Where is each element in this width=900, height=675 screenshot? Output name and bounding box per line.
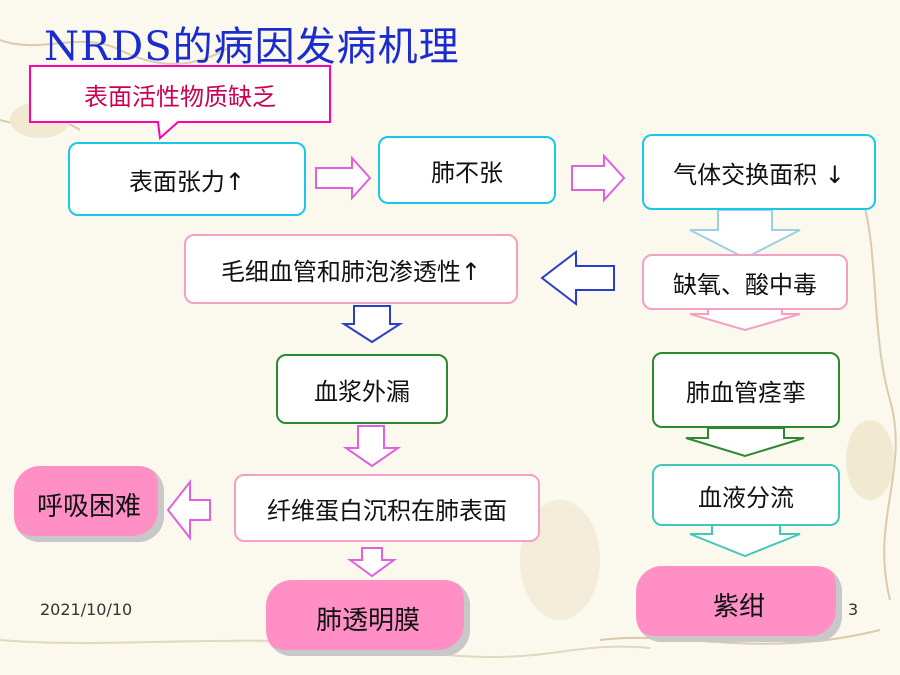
arrow-left-permeability	[540, 249, 615, 307]
arrow-down-plasma	[342, 425, 402, 468]
node-hyaline-membrane: 肺透明膜	[266, 580, 470, 656]
node-gas-exchange: 气体交换面积 ↓	[642, 134, 876, 210]
node-pulmonary-spasm: 肺血管痉挛	[652, 352, 840, 428]
arrow-down-spasm	[685, 427, 805, 458]
node-permeability-label: 毛细血管和肺泡渗透性↑	[220, 257, 482, 286]
page-number: 3	[848, 600, 859, 619]
node-cyanosis: 紫绀	[636, 566, 842, 642]
node-shunt: 血液分流	[652, 464, 840, 526]
node-permeability: 毛细血管和肺泡渗透性↑	[184, 234, 518, 304]
node-shunt-label: 血液分流	[698, 483, 794, 512]
surfactant-deficiency-label: 表面活性物质缺乏	[84, 82, 276, 111]
node-atelectasis-label: 肺不张	[431, 158, 503, 187]
arrow-down-fibrin	[346, 547, 398, 578]
arrow-down-permeability	[340, 305, 404, 344]
node-dyspnea-label: 呼吸困难	[36, 491, 141, 522]
node-gas-exchange-label: 气体交换面积 ↓	[673, 160, 845, 189]
node-hypoxia-acidosis-label: 缺氧、酸中毒	[673, 270, 817, 299]
arrow-left-dyspnea	[166, 479, 211, 541]
arrow-right-1	[315, 155, 372, 201]
node-plasma-leak: 血浆外漏	[276, 354, 448, 424]
node-surface-tension: 表面张力↑	[68, 142, 306, 216]
node-hypoxia-acidosis: 缺氧、酸中毒	[642, 254, 848, 310]
node-atelectasis: 肺不张	[378, 136, 556, 204]
node-dyspnea: 呼吸困难	[14, 466, 164, 542]
arrow-right-2	[571, 153, 626, 203]
page-title: NRDS的病因发病机理	[44, 24, 460, 70]
node-plasma-leak-label: 血浆外漏	[314, 377, 410, 406]
footer-date: 2021/10/10	[40, 600, 133, 619]
node-fibrin-deposit-label: 纤维蛋白沉积在肺表面	[267, 496, 507, 525]
node-hyaline-membrane-label: 肺透明膜	[315, 605, 420, 636]
node-surface-tension-label: 表面张力↑	[128, 167, 246, 196]
node-pulmonary-spasm-label: 肺血管痉挛	[686, 378, 806, 407]
node-fibrin-deposit: 纤维蛋白沉积在肺表面	[234, 474, 540, 542]
arrow-down-gas	[689, 209, 801, 260]
arrow-down-shunt	[689, 523, 801, 558]
node-cyanosis-label: 紫绀	[712, 591, 765, 622]
